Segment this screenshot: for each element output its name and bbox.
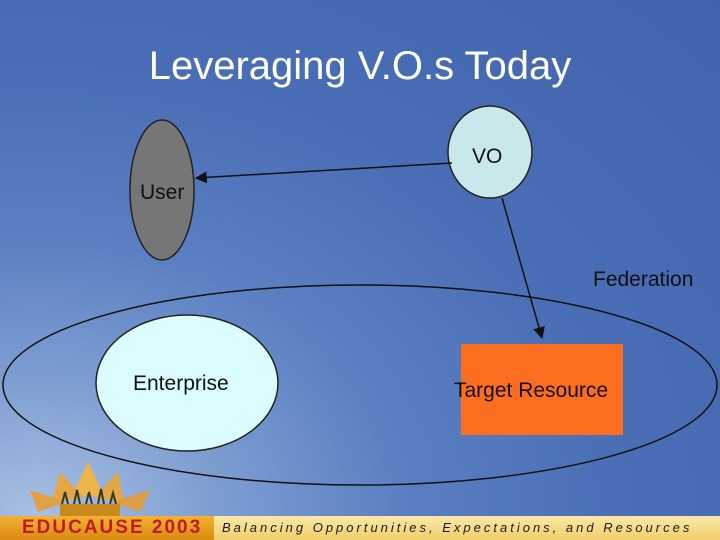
footer-bar: EDUCAUSE 2003 Balancing Opportunities, E…: [0, 516, 720, 540]
target-resource-label: Target Resource: [454, 379, 609, 402]
footer-educause-logo-text: EDUCAUSE 2003: [22, 517, 203, 538]
enterprise-node: [95, 314, 279, 452]
vo-label: VO: [472, 145, 503, 168]
slide-title: Leveraging V.O.s Today: [148, 44, 572, 88]
vo-to-target-arrow: [501, 197, 545, 340]
footer-tagline: Balancing Opportunities, Expectations, a…: [222, 520, 693, 535]
user-label: User: [140, 181, 185, 204]
user-node: [129, 119, 195, 261]
footer-tagline-band: Balancing Opportunities, Expectations, a…: [214, 516, 720, 540]
educause-sunburst-logo: [30, 462, 150, 516]
target-resource-node: [461, 344, 623, 435]
vo-to-user-arrow: [194, 162, 453, 184]
federation-label: Federation: [593, 268, 694, 291]
enterprise-label: Enterprise: [133, 372, 229, 395]
federation-ellipse: [2, 284, 718, 486]
vo-node: [447, 105, 533, 199]
